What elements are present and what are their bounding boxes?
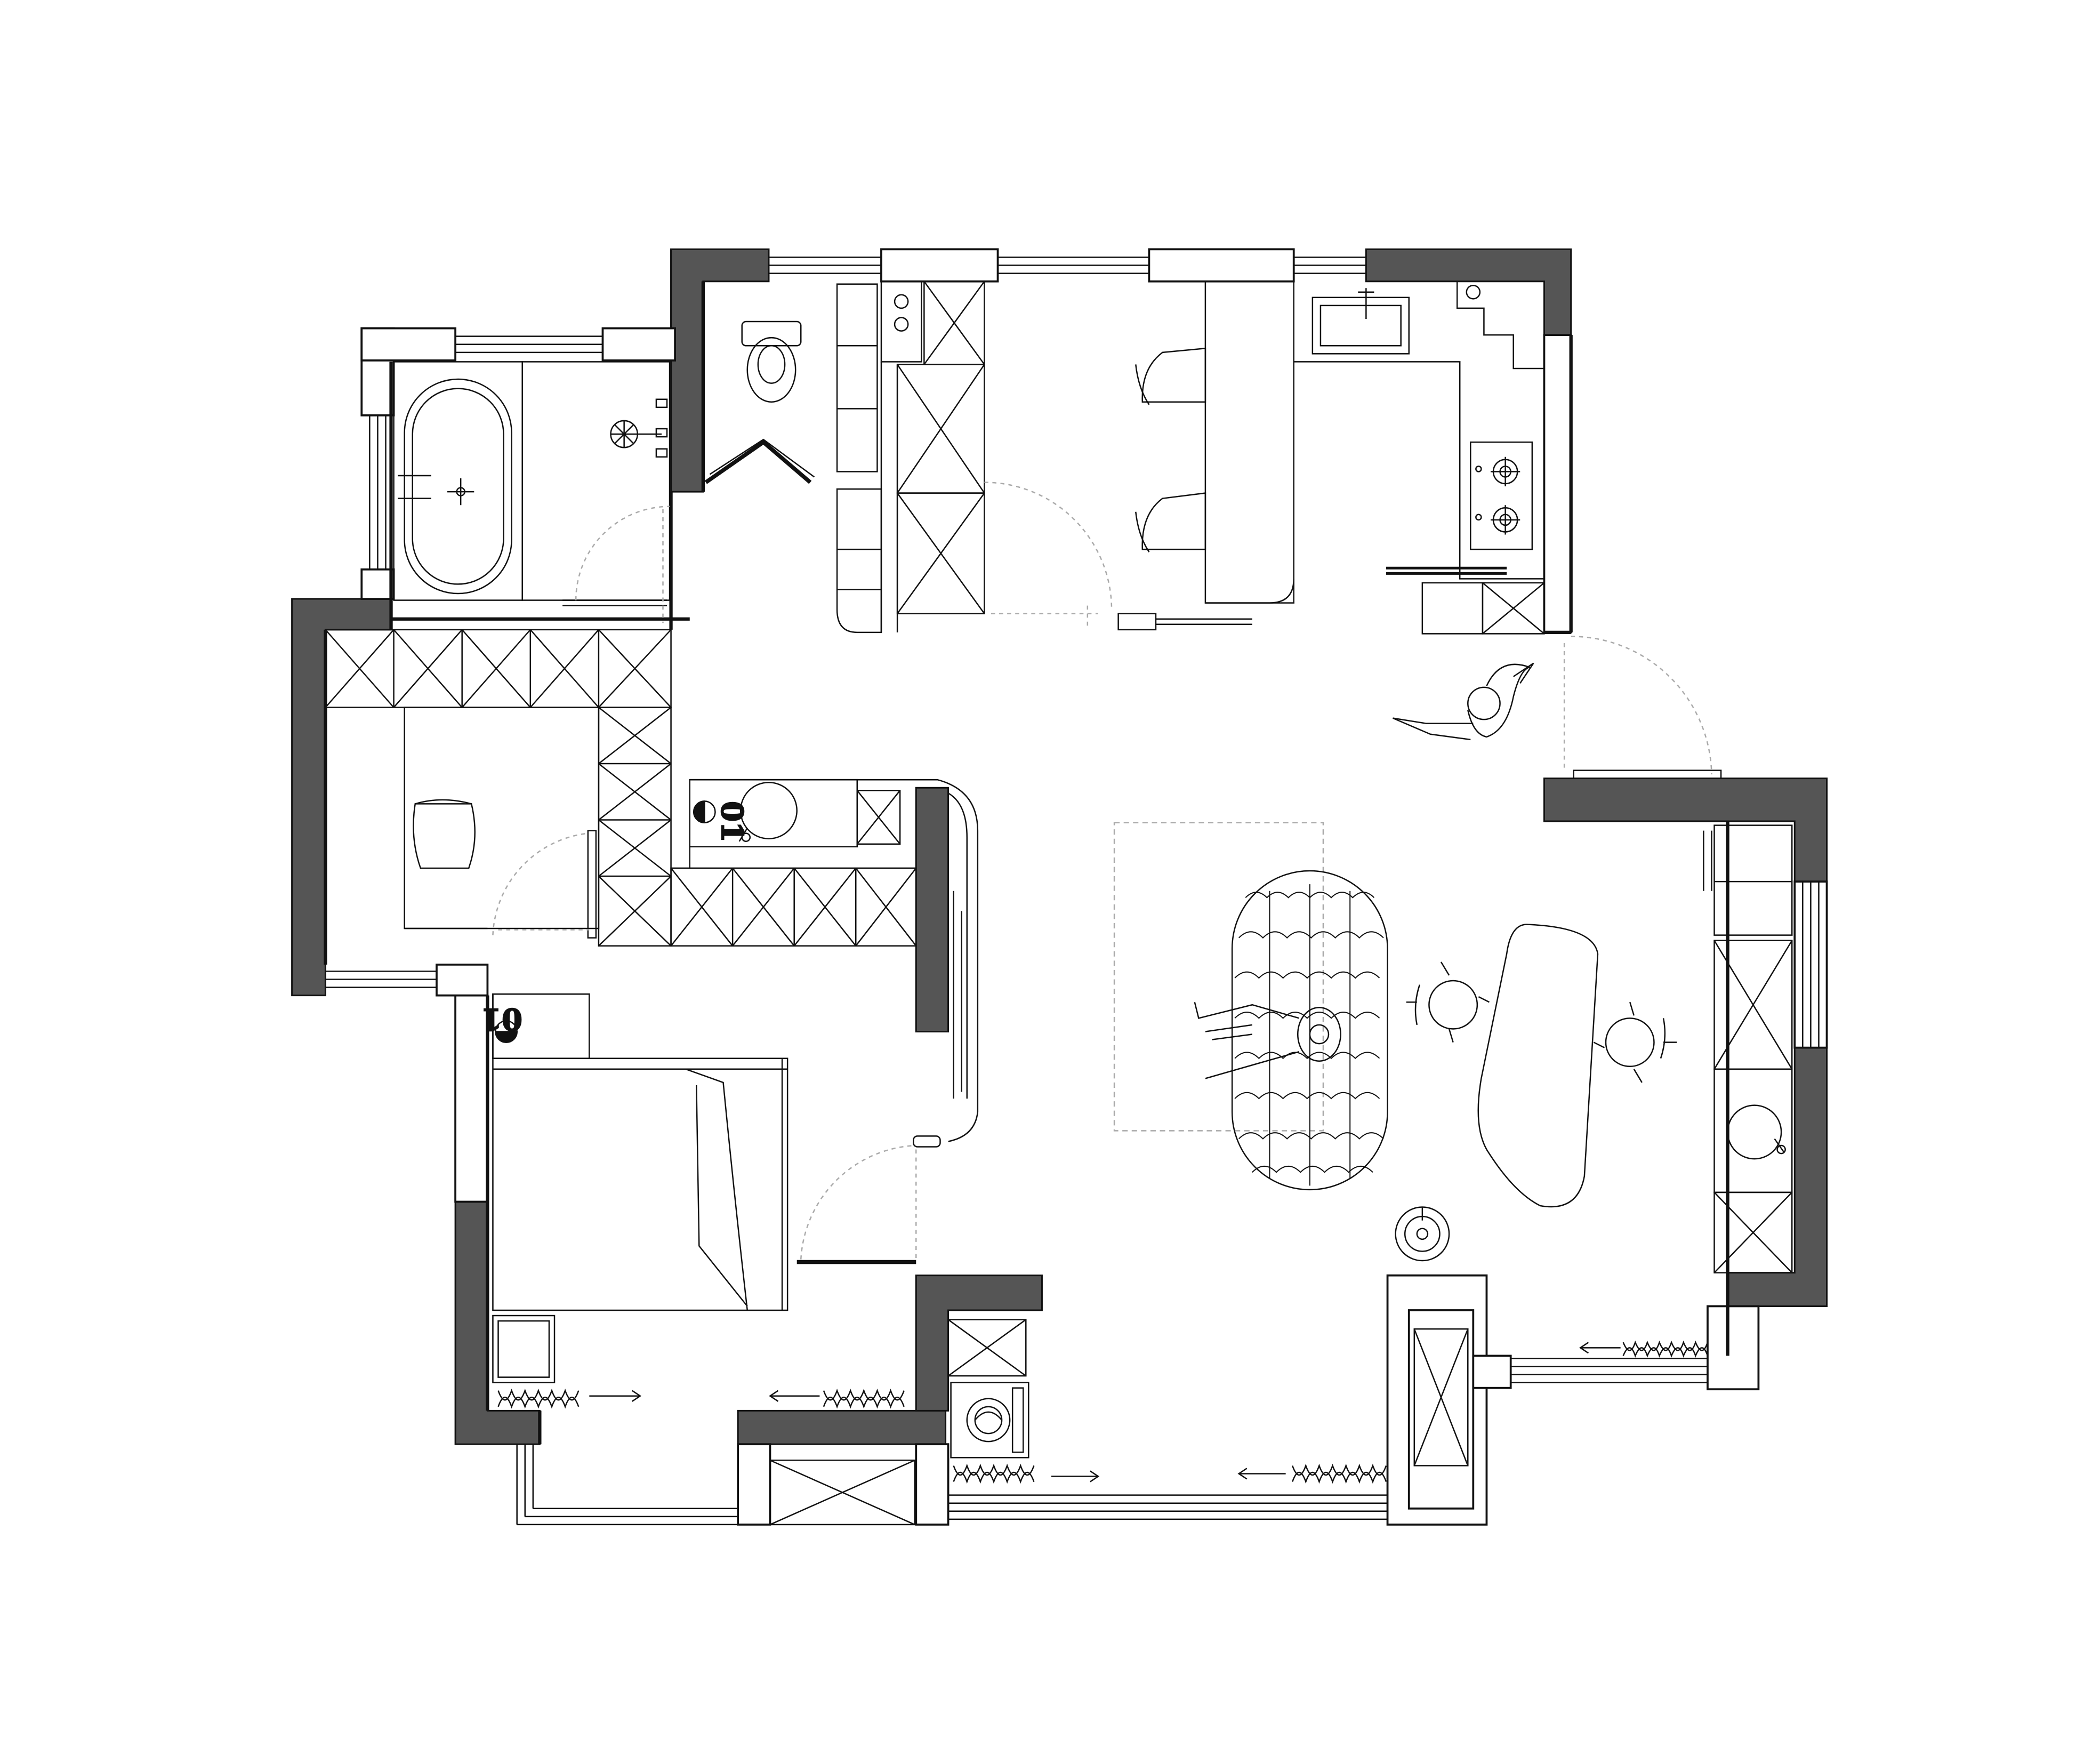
chair-icon [1135,492,1206,552]
person-icon [1194,1001,1341,1079]
laundry [947,1319,1100,1484]
wall-outlines [360,248,1828,1526]
person-icon [1393,662,1534,741]
sofa-icon [1231,870,1388,1191]
chair-icon [1135,347,1206,405]
structural-walls [291,248,1828,1445]
toilet-room [704,283,878,484]
doors [498,509,1565,1260]
radiator-icon [1579,1340,1709,1358]
radiator-icon [497,1388,642,1409]
bathtub-icon [398,378,512,595]
kitchen [1293,281,1722,779]
radiator-icon [1237,1463,1387,1484]
dining-table-icon [1477,924,1599,1208]
toilet-icon [741,320,802,403]
room-tag: 01 [481,993,590,1059]
vanity-corridor [670,779,979,1148]
bed-icon [685,1068,749,1311]
kitchen-cabinets [836,281,1294,634]
tag-label: 01 [714,801,749,842]
room-tag: 01 [693,800,750,843]
chair-icon [1406,961,1490,1043]
sink-icon [1312,288,1410,355]
shower-head-icon [610,398,668,458]
living-room [1113,662,1709,1484]
tag-label: 01 [481,1001,522,1036]
floor-lamp-icon [1395,1206,1450,1262]
radiator-icon [769,1388,905,1409]
right-cabinets [1413,824,1793,1466]
radiator-icon [953,1463,1100,1484]
bathroom [393,361,671,606]
bedroom [492,993,916,1409]
chair-icon [413,799,476,869]
chair-icon [1593,1001,1677,1083]
interior-walls [324,281,1729,1445]
stove-icon [1470,441,1533,550]
study-room [325,629,672,947]
windows [325,257,1820,1526]
washing-machine-icon [950,1382,1029,1458]
